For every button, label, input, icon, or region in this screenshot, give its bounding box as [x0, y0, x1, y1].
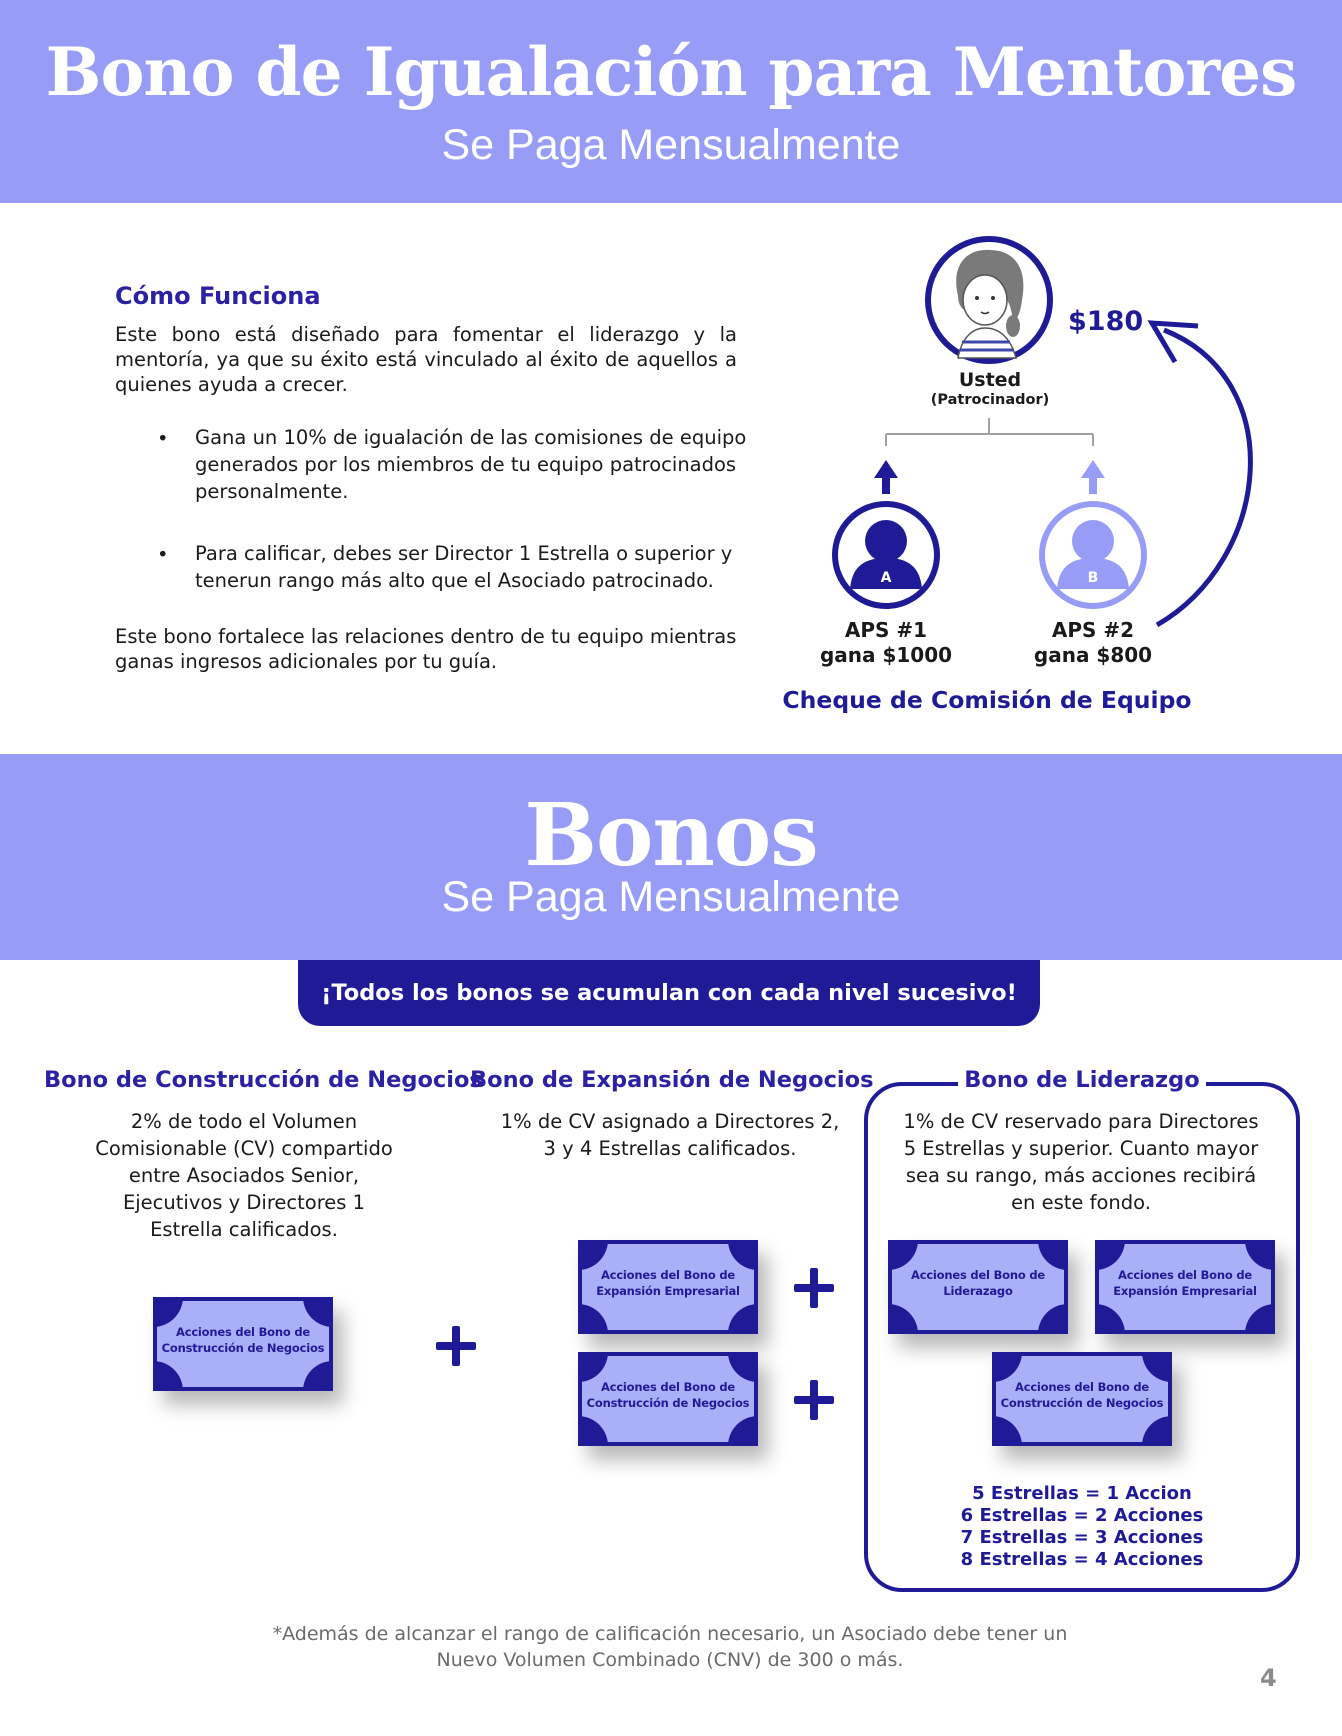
business-building-title: Bono de Construcción de Negocios — [44, 1067, 483, 1093]
bullet-text-1: Gana un 10% de igualación de las comisio… — [195, 426, 747, 503]
member-a-name: APS #1 — [844, 618, 928, 642]
card-corner-ornament-icon — [578, 1352, 758, 1446]
share-card-label: Acciones del Bono de Construcción de Neg… — [161, 1325, 325, 1355]
leadership-title: Bono de Liderazgo — [964, 1067, 1200, 1093]
bullet-dot-icon: • — [157, 427, 169, 450]
share-card-label: Acciones del Bono de Construcción de Neg… — [1000, 1380, 1164, 1410]
connector-lines — [885, 418, 1094, 446]
bonuses-band: Bonos Se Paga Mensualmente — [0, 754, 1342, 960]
page-number: 4 — [1260, 1664, 1277, 1692]
sponsor-amount: $180 — [1068, 306, 1144, 337]
header-band: Bono de Igualación para Mentores Se Paga… — [0, 0, 1342, 203]
footnote-line-2: Nuevo Volumen Combinado (CNV) de 300 o m… — [436, 1649, 904, 1671]
share-card-label: Acciones del Bono de Liderazago — [911, 1268, 1045, 1298]
member-b-earnings: gana $800 — [1033, 643, 1153, 667]
share-card-label: Acciones del Bono de Expansión Empresari… — [596, 1268, 740, 1298]
footnote: *Además de alcanzar el rango de califica… — [220, 1621, 1120, 1673]
bonuses-title: Bonos — [524, 785, 818, 886]
member-a-badge: A — [880, 570, 892, 586]
plus-icon — [794, 1268, 834, 1308]
closing-paragraph: Este bono fortalece las relaciones dentr… — [115, 625, 737, 673]
intro-paragraph: Este bono está diseñado para fomentar el… — [115, 323, 737, 396]
page-subtitle: Se Paga Mensualmente — [441, 121, 901, 169]
arrow-up-icon — [1081, 460, 1105, 494]
leadership-shares-list: 5 Estrellas = 1 Accion 6 Estrellas = 2 A… — [868, 1483, 1296, 1571]
sponsor-name: Usted — [958, 369, 1022, 391]
sponsor-avatar — [925, 236, 1053, 364]
diagram-caption: Cheque de Comisión de Equipo — [782, 686, 1192, 714]
how-it-works-title: Cómo Funciona — [115, 282, 321, 310]
bullet-text-2: Para calificar, debes ser Director 1 Est… — [195, 542, 733, 592]
share-card: Acciones del Bono de Construcción de Neg… — [992, 1352, 1172, 1446]
shares-line: 7 Estrellas = 3 Acciones — [960, 1527, 1204, 1548]
business-expansion-title: Bono de Expansión de Negocios — [470, 1067, 874, 1093]
member-b-avatar — [1039, 501, 1147, 609]
leadership-text: 1% de CV reservado para Directores 5 Est… — [903, 1110, 1259, 1214]
member-b-badge: B — [1087, 570, 1099, 586]
share-card: Acciones del Bono de Expansión Empresari… — [578, 1240, 758, 1334]
card-corner-ornament-icon — [153, 1297, 333, 1391]
mentor-diagram — [832, 236, 1253, 628]
footnote-line-1: *Además de alcanzar el rango de califica… — [272, 1623, 1068, 1645]
shares-line: 8 Estrellas = 4 Acciones — [960, 1549, 1204, 1570]
share-card: Acciones del Bono de Construcción de Neg… — [578, 1352, 758, 1446]
card-corner-ornament-icon — [578, 1240, 758, 1334]
business-expansion-text: 1% de CV asignado a Directores 2, 3 y 4 … — [500, 1110, 840, 1160]
sponsor-role: (Patrocinador) — [930, 392, 1050, 408]
leadership-title-wrap: Bono de Liderazgo — [958, 1065, 1206, 1095]
plus-icon — [436, 1326, 476, 1366]
card-corner-ornament-icon — [992, 1352, 1172, 1446]
page-title: Bono de Igualación para Mentores — [45, 33, 1298, 111]
shares-line: 5 Estrellas = 1 Accion — [972, 1483, 1192, 1504]
share-card: Acciones del Bono de Liderazago — [888, 1240, 1068, 1334]
share-card-label: Acciones del Bono de Expansión Empresari… — [1113, 1268, 1257, 1298]
member-a-earnings: gana $1000 — [819, 643, 953, 667]
member-a-avatar — [832, 501, 940, 609]
share-card: Acciones del Bono de Construcción de Neg… — [153, 1297, 333, 1391]
arrow-up-icon — [874, 460, 898, 494]
curved-arrow-icon — [1147, 320, 1253, 628]
share-card: Acciones del Bono de Expansión Empresari… — [1095, 1240, 1275, 1334]
business-building-text: 2% de todo el Volumen Comisionable (CV) … — [95, 1110, 393, 1241]
card-corner-ornament-icon — [1095, 1240, 1275, 1334]
shares-line: 6 Estrellas = 2 Acciones — [960, 1505, 1204, 1526]
card-corner-ornament-icon — [888, 1240, 1068, 1334]
accumulate-banner: ¡Todos los bonos se acumulan con cada ni… — [298, 960, 1040, 1026]
bonuses-subtitle: Se Paga Mensualmente — [441, 873, 901, 921]
plus-icon — [794, 1380, 834, 1420]
member-b-name: APS #2 — [1051, 618, 1135, 642]
bullet-dot-icon: • — [157, 543, 169, 566]
share-card-label: Acciones del Bono de Construcción de Neg… — [586, 1380, 750, 1410]
